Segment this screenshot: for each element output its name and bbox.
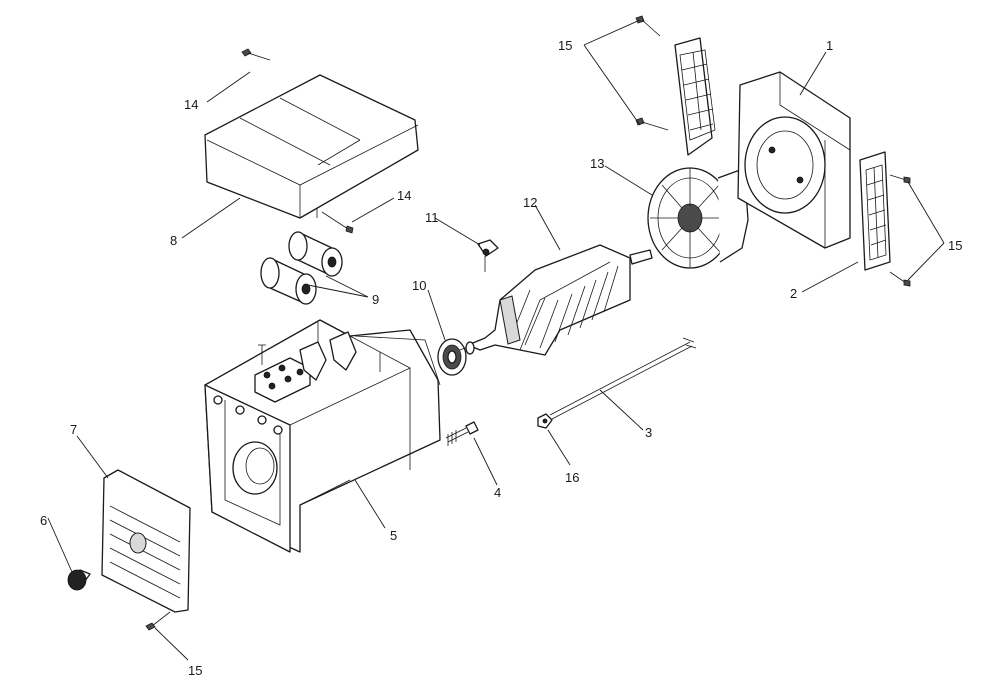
callout-6: 6 <box>40 513 47 528</box>
callout-4: 4 <box>494 485 501 500</box>
screw-part-15-upper-a <box>635 15 661 37</box>
bracket-part-11 <box>477 239 499 272</box>
side-grille-part-2 <box>859 151 891 271</box>
callout-3: 3 <box>645 425 652 440</box>
callout-15-bottom: 15 <box>188 663 202 678</box>
callout-16: 16 <box>565 470 579 485</box>
screw-part-15-bottom <box>145 611 171 631</box>
rotor-part-12 <box>459 244 653 356</box>
callout-14-top: 14 <box>184 97 198 112</box>
plug-cap-part-6 <box>67 569 91 591</box>
screw-part-14-top <box>241 48 271 61</box>
fan-part-13 <box>647 167 749 269</box>
end-cover-part-7 <box>101 469 191 613</box>
stud-part-4 <box>445 421 479 446</box>
screw-part-15-upper-b <box>635 117 669 131</box>
vent-grille-part-15-upper <box>674 37 716 156</box>
callout-10: 10 <box>412 278 426 293</box>
capacitor-part-9-rear <box>288 231 343 277</box>
bearing-part-10 <box>437 338 467 376</box>
screw-part-15-right-b <box>889 271 911 287</box>
screw-part-14-side <box>321 211 354 234</box>
callout-9: 9 <box>372 292 379 307</box>
capacitor-part-9-front <box>260 257 317 305</box>
screw-part-15-right-a <box>889 174 911 184</box>
callout-numbers: 1 2 3 4 5 6 7 8 9 10 11 12 13 14 14 15 1… <box>40 38 962 678</box>
callout-13: 13 <box>590 156 604 171</box>
top-cover-part-8 <box>204 74 419 219</box>
callout-15-right: 15 <box>948 238 962 253</box>
through-bolt-part-3 <box>549 337 697 420</box>
brush-holders <box>299 331 357 381</box>
callout-7: 7 <box>70 422 77 437</box>
terminal-block <box>254 344 311 403</box>
leader-lines <box>47 19 945 661</box>
callout-1: 1 <box>826 38 833 53</box>
callout-14-side: 14 <box>397 188 411 203</box>
nut-part-16 <box>537 413 553 429</box>
callout-5: 5 <box>390 528 397 543</box>
callout-12: 12 <box>523 195 537 210</box>
end-bracket-part-1 <box>737 71 851 249</box>
callout-15-upper: 15 <box>558 38 572 53</box>
callout-11: 11 <box>425 210 439 225</box>
callout-8: 8 <box>170 233 177 248</box>
callout-2: 2 <box>790 286 797 301</box>
